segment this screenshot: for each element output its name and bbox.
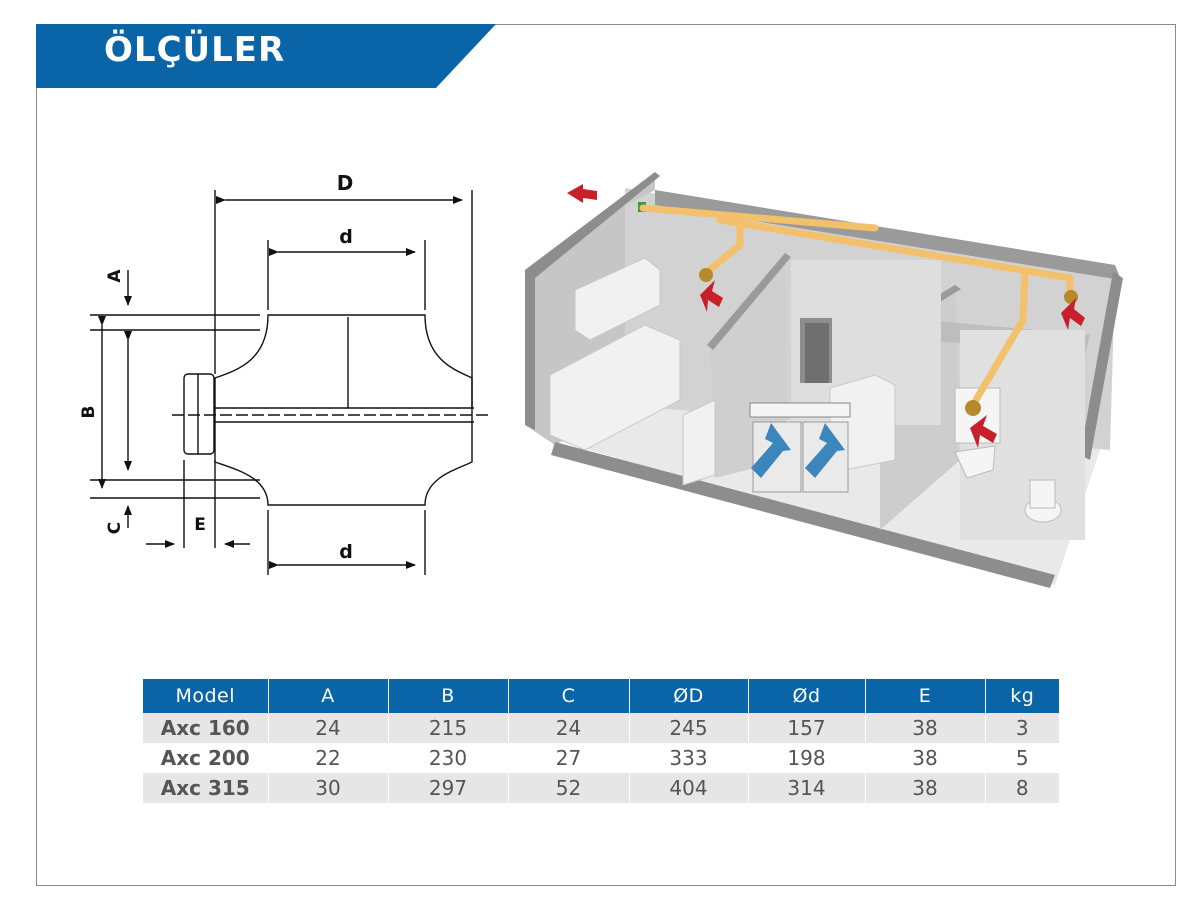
table-row: Axc 160 24 215 24 245 157 38 3 <box>143 713 1059 743</box>
table-cell: 27 <box>508 743 630 773</box>
table-cell: 8 <box>985 773 1059 803</box>
dim-label-C: C <box>105 522 125 534</box>
dim-label-B: B <box>79 406 99 419</box>
table-row: Axc 200 22 230 27 333 198 38 5 <box>143 743 1059 773</box>
table-cell: 24 <box>268 713 389 743</box>
model-cell: Axc 200 <box>143 743 269 773</box>
table-cell: 30 <box>268 773 389 803</box>
table-cell: 22 <box>268 743 389 773</box>
column-header-b: B <box>388 679 509 713</box>
table-cell: 52 <box>508 773 630 803</box>
column-header-outer-diameter: ØD <box>629 679 749 713</box>
model-cell: Axc 160 <box>143 713 269 743</box>
column-header-a: A <box>268 679 389 713</box>
table-header-row: Model A B C ØD Ød E kg <box>143 679 1059 713</box>
dim-label-A: A <box>105 269 125 283</box>
table-cell: 38 <box>865 743 986 773</box>
table-cell: 215 <box>388 713 509 743</box>
column-header-model: Model <box>143 679 269 713</box>
table-cell: 198 <box>748 743 866 773</box>
column-header-e: E <box>865 679 986 713</box>
column-header-inner-diameter: Ød <box>748 679 866 713</box>
model-cell: Axc 315 <box>143 773 269 803</box>
dimension-drawing: D d d A B C E <box>79 171 492 575</box>
page-frame <box>36 24 1176 886</box>
table-cell: 333 <box>629 743 749 773</box>
table-cell: 24 <box>508 713 630 743</box>
column-header-c: C <box>508 679 630 713</box>
page-title: ÖLÇÜLER <box>104 30 286 70</box>
table-cell: 245 <box>629 713 749 743</box>
spec-table: Model A B C ØD Ød E kg Axc 160 24 215 24… <box>143 679 1059 803</box>
table-cell: 38 <box>865 773 986 803</box>
table-cell: 5 <box>985 743 1059 773</box>
dim-label-d-top: d <box>339 226 353 248</box>
table-cell: 157 <box>748 713 866 743</box>
dim-label-d-bottom: d <box>339 541 353 563</box>
ventilation-illustration <box>525 172 1123 588</box>
table-cell: 38 <box>865 713 986 743</box>
column-header-kg: kg <box>985 679 1059 713</box>
title-banner <box>36 24 496 88</box>
dim-label-D: D <box>337 171 354 195</box>
table-cell: 314 <box>748 773 866 803</box>
table-cell: 230 <box>388 743 509 773</box>
table-cell: 297 <box>388 773 509 803</box>
table-cell: 404 <box>629 773 749 803</box>
dim-label-E: E <box>194 515 206 535</box>
table-row: Axc 315 30 297 52 404 314 38 8 <box>143 773 1059 803</box>
table-cell: 3 <box>985 713 1059 743</box>
